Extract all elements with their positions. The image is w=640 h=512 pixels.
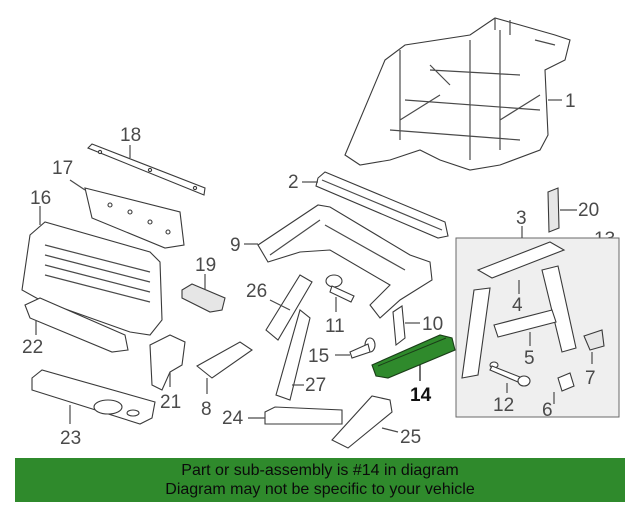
callout-5: 5 <box>524 348 535 369</box>
part-22-bracket <box>24 297 129 353</box>
callout-11: 11 <box>325 316 345 337</box>
part-24-block <box>264 406 343 425</box>
callout-20: 20 <box>578 200 599 221</box>
callout-19: 19 <box>195 255 216 276</box>
part-25-wedge <box>331 395 393 449</box>
part-10-plate <box>392 305 406 347</box>
part-8-pad <box>196 341 253 379</box>
part-9-cradle <box>257 204 433 319</box>
part-19-block <box>181 283 226 313</box>
callout-21: 21 <box>160 392 181 413</box>
callout-3: 3 <box>516 208 527 229</box>
part-17-panel <box>84 187 185 249</box>
callout-14: 14 <box>410 385 432 406</box>
banner-line-2: Diagram may not be specific to your vehi… <box>165 481 475 498</box>
part-6-nut <box>557 372 575 392</box>
callout-17: 17 <box>52 158 73 179</box>
callout-16: 16 <box>30 188 51 209</box>
part-15-bolt <box>349 337 376 359</box>
part-4-crossbar <box>461 241 577 379</box>
callout-25: 25 <box>400 427 421 448</box>
callout-2: 2 <box>288 172 299 193</box>
callout-26: 26 <box>246 281 267 302</box>
callout-6: 6 <box>542 400 553 421</box>
banner-line-1: Part or sub-assembly is #14 in diagram <box>181 462 459 479</box>
part-27-strip <box>275 309 311 401</box>
part-16-shell <box>21 221 163 336</box>
part-14-highlighted <box>371 334 456 379</box>
part-23-plate <box>31 369 156 425</box>
part-11-bolt <box>325 274 355 303</box>
parts-diagram: 1 2 9 16 17 18 19 22 <box>21 17 620 449</box>
callout-22: 22 <box>22 337 43 358</box>
callout-24: 24 <box>222 408 244 429</box>
part-18-bar <box>87 143 206 196</box>
part-5-plate <box>493 309 557 338</box>
part-12-bolt <box>489 361 531 387</box>
callout-7: 7 <box>585 368 596 389</box>
callout-1: 1 <box>565 91 576 112</box>
callout-12: 12 <box>493 395 514 416</box>
part-2-crossmember <box>315 171 449 239</box>
callout-9: 9 <box>230 235 241 256</box>
callout-18: 18 <box>120 125 141 146</box>
part-20-bracket <box>547 187 560 233</box>
info-banner: Part or sub-assembly is #14 in diagram D… <box>15 458 625 502</box>
callout-10: 10 <box>422 314 443 335</box>
part-21-post <box>149 334 186 391</box>
part-7-clip <box>583 329 605 351</box>
part-26-strip <box>265 274 313 341</box>
callout-27: 27 <box>305 375 326 396</box>
callout-4: 4 <box>512 295 523 316</box>
part-1-frame <box>344 17 571 171</box>
callout-15: 15 <box>308 346 329 367</box>
callout-8: 8 <box>201 399 212 420</box>
callout-23: 23 <box>60 428 81 449</box>
